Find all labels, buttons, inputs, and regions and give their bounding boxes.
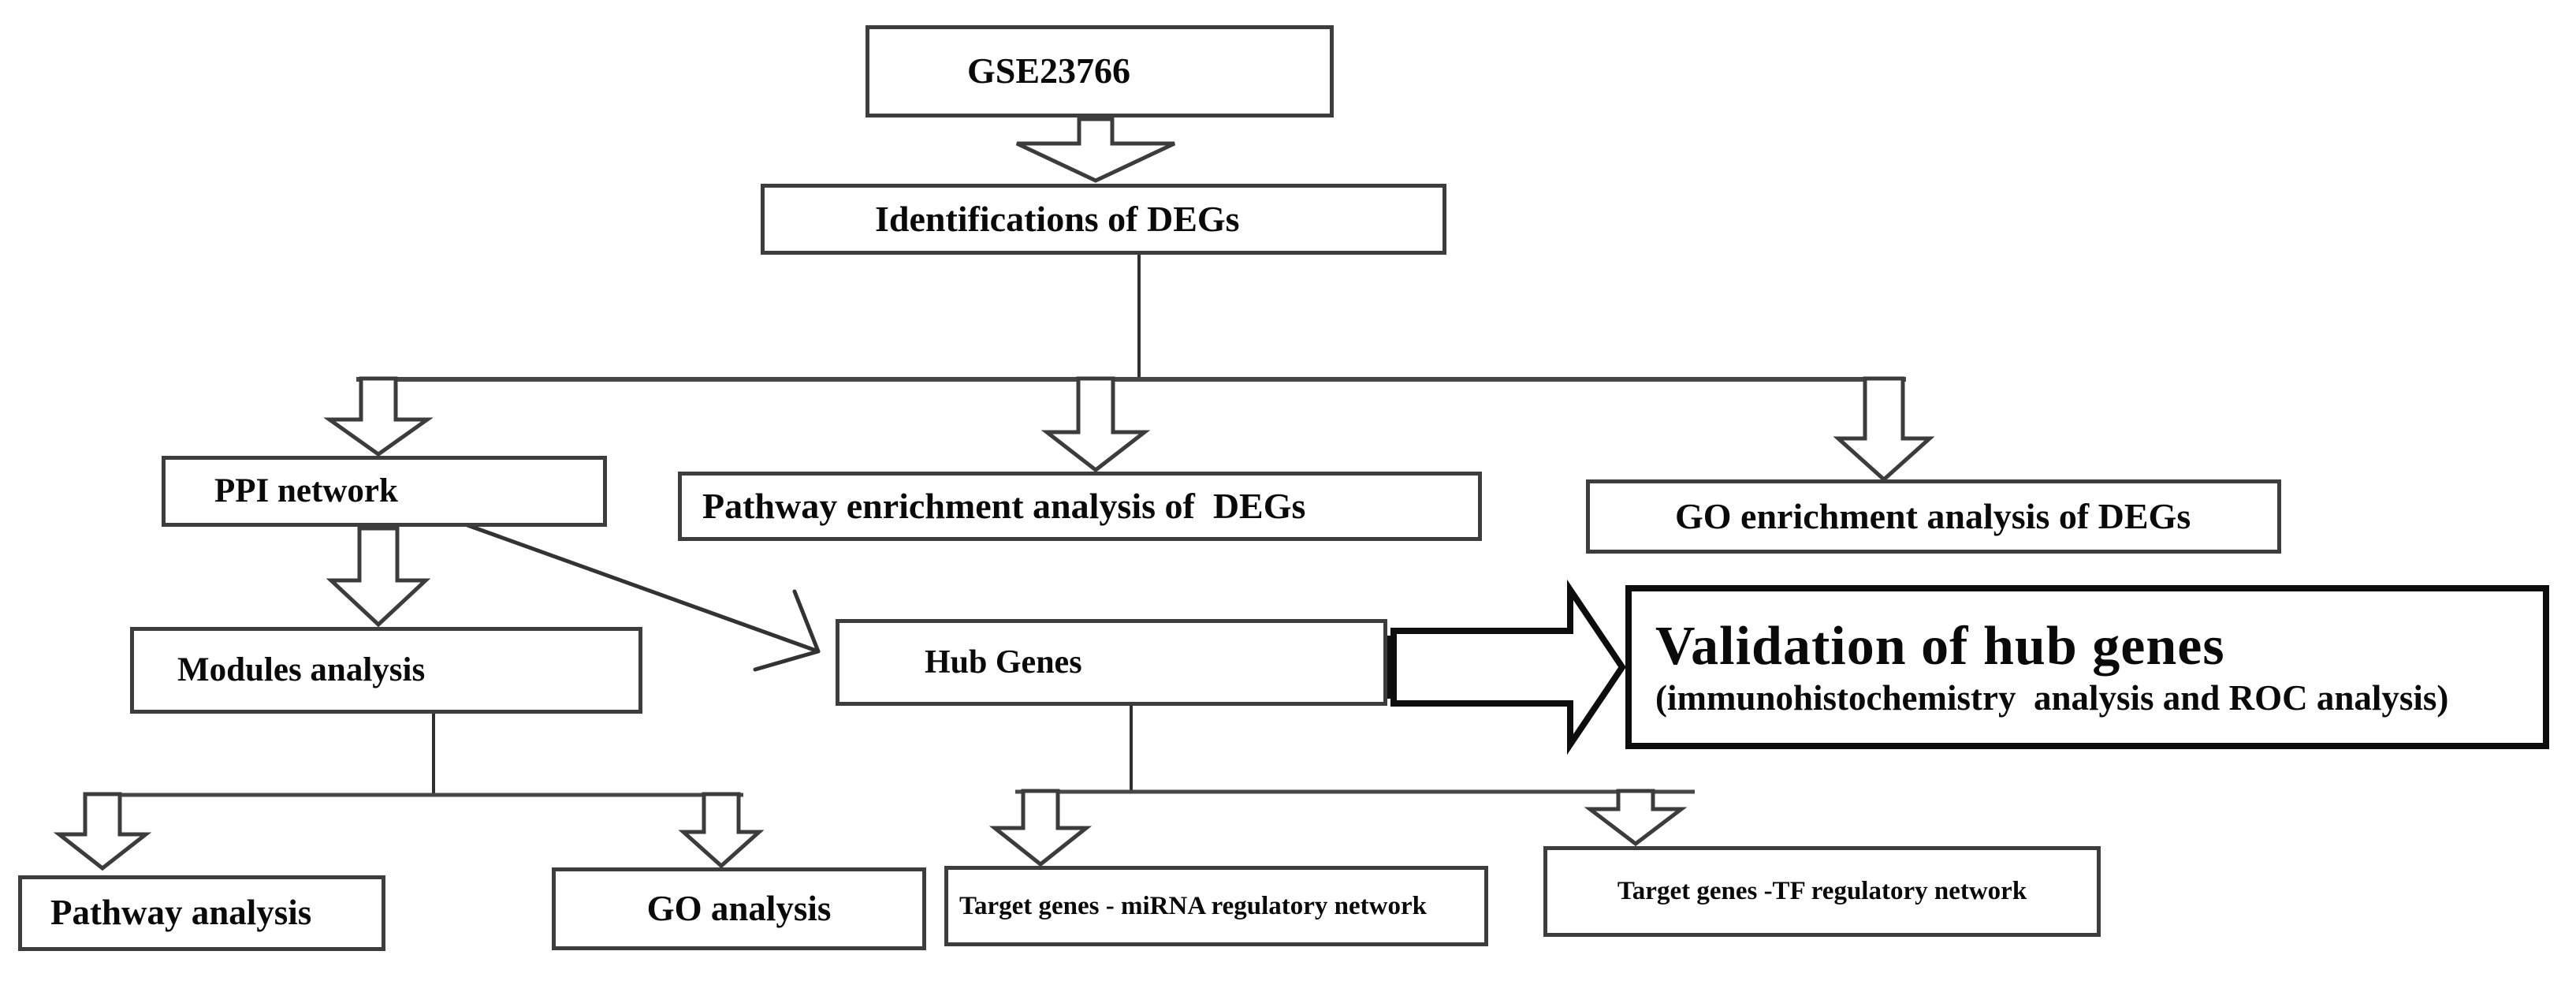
arrow-branch-to-go-analysis-icon bbox=[678, 792, 765, 869]
node-target-mirna-label: Target genes - miRNA regulatory network bbox=[959, 891, 1428, 920]
node-validation-title: Validation of hub genes bbox=[1655, 615, 2225, 677]
node-target-tf-label: Target genes -TF regulatory network bbox=[1617, 877, 2027, 906]
node-gse: GSE23766 bbox=[865, 25, 1334, 117]
node-identifications-label: Identifications of DEGs bbox=[875, 198, 1240, 239]
arrow-branch-to-pathway-analysis-icon bbox=[53, 792, 152, 871]
arrow-branch-to-pathway-enrichment-icon bbox=[1040, 376, 1151, 473]
arrow-ppi-to-modules-icon bbox=[326, 526, 431, 628]
node-ppi: PPI network bbox=[162, 456, 607, 527]
node-pathway-enrichment-label: Pathway enrichment analysis of DEGs bbox=[702, 485, 1306, 526]
arrow-branch-to-target-mirna-icon bbox=[988, 789, 1093, 867]
arrow-branch-to-target-tf-icon bbox=[1584, 789, 1688, 847]
node-go-enrichment: GO enrichment analysis of DEGs bbox=[1586, 479, 2281, 554]
node-pathway-enrichment: Pathway enrichment analysis of DEGs bbox=[678, 472, 1482, 541]
node-modules-label: Modules analysis bbox=[177, 651, 426, 689]
node-gse-label: GSE23766 bbox=[967, 50, 1131, 91]
node-identifications: Identifications of DEGs bbox=[761, 184, 1446, 255]
node-pathway-analysis: Pathway analysis bbox=[18, 875, 385, 951]
node-hub-genes: Hub Genes bbox=[836, 619, 1387, 706]
arrow-branch-to-ppi-icon bbox=[323, 376, 434, 457]
node-go-enrichment-label: GO enrichment analysis of DEGs bbox=[1675, 495, 2191, 536]
node-modules: Modules analysis bbox=[130, 627, 642, 714]
arrow-branch-to-go-enrichment-icon bbox=[1833, 376, 1935, 483]
node-target-tf: Target genes -TF regulatory network bbox=[1543, 846, 2101, 937]
node-go-analysis: GO analysis bbox=[552, 867, 926, 950]
node-pathway-analysis-label: Pathway analysis bbox=[50, 893, 312, 933]
arrow-gse-to-identifications-icon bbox=[1015, 117, 1176, 183]
node-validation-subtitle: (immunohistochemistry analysis and ROC a… bbox=[1655, 678, 2449, 718]
node-hub-genes-label: Hub Genes bbox=[925, 643, 1082, 681]
line-ppi-to-hub-diagonal bbox=[465, 523, 821, 654]
arrowhead-ppi-to-hub-icon bbox=[753, 589, 821, 672]
node-validation: Validation of hub genes (immunohistochem… bbox=[1625, 585, 2549, 749]
node-target-mirna: Target genes - miRNA regulatory network bbox=[944, 866, 1488, 946]
node-ppi-label: PPI network bbox=[214, 472, 398, 510]
arrow-hub-to-validation-icon bbox=[1390, 579, 1626, 755]
node-go-analysis-label: GO analysis bbox=[646, 888, 832, 928]
